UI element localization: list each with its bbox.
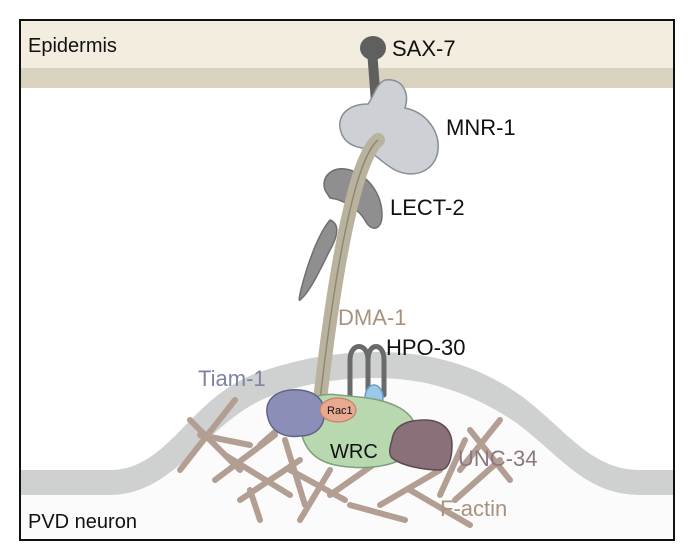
hpo30-label: HPO-30 <box>386 335 465 360</box>
mnr1-label: MNR-1 <box>446 115 516 140</box>
epidermis-label: Epidermis <box>28 35 117 57</box>
pvd-membrane <box>20 352 674 495</box>
tiam1-protein <box>266 389 326 438</box>
epidermis-basement <box>20 68 674 88</box>
rac1-label: Rac1 <box>327 405 353 417</box>
lect2-label: LECT-2 <box>390 195 465 220</box>
rac1-protein <box>319 397 357 423</box>
sax7-label: SAX-7 <box>392 36 456 61</box>
unc34-label: UNC-34 <box>458 446 537 471</box>
dma1-label: DMA-1 <box>338 305 406 330</box>
wrc-label: WRC <box>330 441 378 463</box>
f-actin-label: F-actin <box>440 496 507 521</box>
tiam1-label: Tiam-1 <box>198 366 266 391</box>
unc34-protein <box>388 419 453 471</box>
dma1-outline <box>319 139 379 401</box>
mnr1-protein <box>339 79 439 175</box>
pvd-neuron-label: PVD neuron <box>28 511 137 533</box>
figure-frame <box>19 19 675 541</box>
